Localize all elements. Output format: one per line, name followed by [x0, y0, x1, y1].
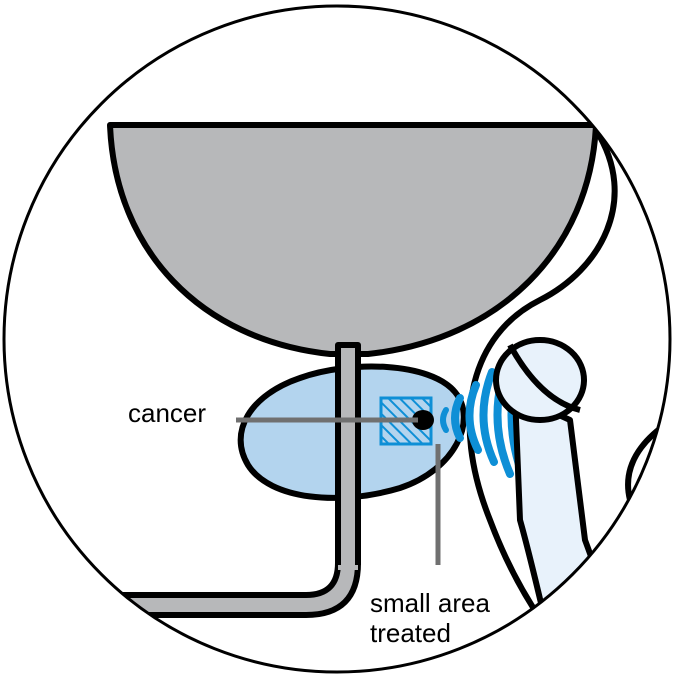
cancer-label: cancer — [128, 398, 206, 428]
treated-label-line1: small area — [370, 588, 490, 618]
treated-label-line2: treated — [370, 618, 451, 648]
